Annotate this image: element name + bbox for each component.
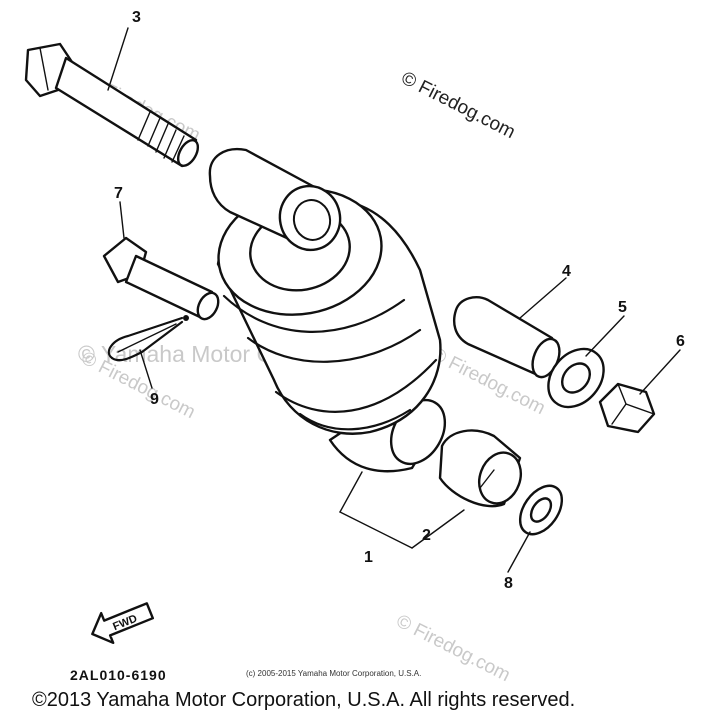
firedog-copyright-mark: © Firedog.com <box>398 68 519 143</box>
callout-2: 2 <box>422 527 431 544</box>
cotter-pin-part-9 <box>107 316 184 362</box>
callout-7: 7 <box>114 185 123 202</box>
shock-absorber-part-1 <box>208 147 447 473</box>
callout-labels: 3 7 9 4 5 6 2 1 8 <box>114 9 685 592</box>
callout-3: 3 <box>132 9 141 26</box>
callout-6: 6 <box>676 333 685 350</box>
part-code: 2AL010-6190 <box>70 667 167 683</box>
washer-part-8 <box>518 484 564 536</box>
callout-5: 5 <box>618 299 627 316</box>
pin-part-7 <box>102 236 220 321</box>
callout-8: 8 <box>504 575 513 592</box>
footer-copyright: ©2013 Yamaha Motor Corporation, U.S.A. A… <box>32 689 575 711</box>
callout-9: 9 <box>150 391 159 408</box>
fwd-arrow: FWD <box>91 602 155 645</box>
small-copyright: (c) 2005-2015 Yamaha Motor Corporation, … <box>246 669 421 678</box>
callout-4: 4 <box>562 263 571 280</box>
leader-lines <box>107 27 681 573</box>
nut-part-6 <box>598 382 656 434</box>
collar-part-2 <box>438 429 522 508</box>
bolt-part-3 <box>24 42 200 168</box>
callout-1: 1 <box>364 549 373 566</box>
washer-part-5 <box>547 347 605 409</box>
